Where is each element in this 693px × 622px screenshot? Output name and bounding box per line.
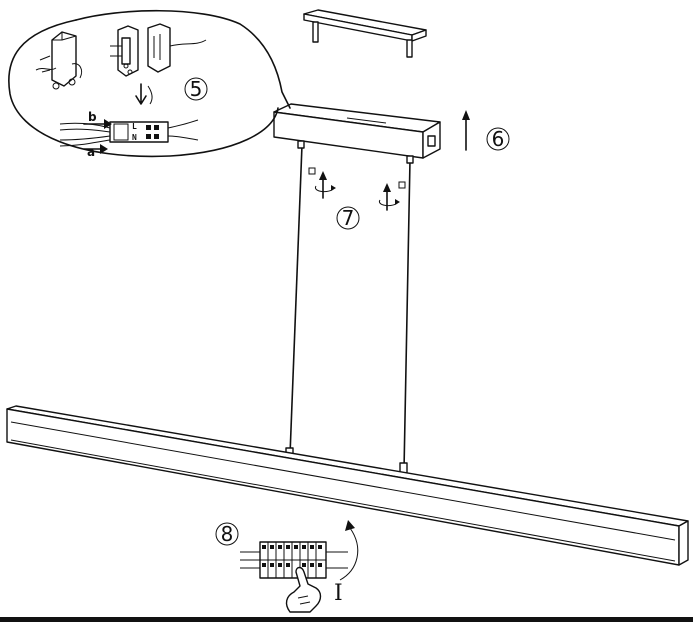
step-6-circle: [486, 127, 510, 151]
step-5-number: 5: [190, 77, 203, 101]
bottom-border: [0, 617, 693, 622]
step-8-number: 8: [221, 522, 234, 546]
canopy-icon: [273, 103, 441, 159]
wiring-detail-callout: L N b a 5: [8, 9, 291, 159]
wire-arrow-b: [83, 119, 112, 129]
mounting-bracket-icon: [303, 9, 427, 58]
wire-arrow-a: [83, 144, 108, 154]
suspension-cables: [285, 140, 414, 474]
connector-icon: [110, 23, 207, 77]
step-7-number: 7: [342, 206, 355, 230]
lamp-bar-icon: [6, 405, 689, 566]
terminal-strip-icon: [240, 541, 348, 579]
step-5-circle: [184, 77, 208, 101]
curved-arrow-icon: [339, 520, 359, 581]
step-6-number: 6: [492, 127, 505, 151]
terminal-label-l: L: [132, 122, 137, 131]
hand-icon: [285, 566, 322, 613]
switch-mark: I: [334, 581, 343, 606]
step-8-circle: [215, 522, 239, 546]
terminal-block-icon: [59, 119, 199, 147]
wire-label-a: a: [87, 145, 95, 159]
step-7-circle: [336, 206, 360, 230]
wire-label-b: b: [88, 110, 97, 124]
rotate-arrow-icon: [308, 167, 406, 211]
junction-box-icon: [35, 31, 83, 90]
terminal-label-n: N: [132, 133, 137, 142]
up-arrow-icon: [462, 110, 470, 151]
